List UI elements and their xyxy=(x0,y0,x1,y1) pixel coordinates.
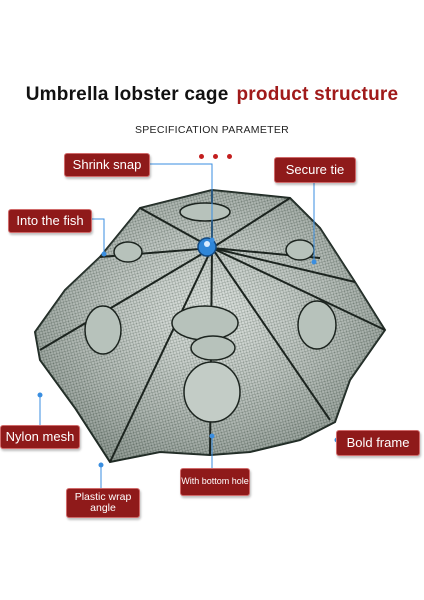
dot-icon xyxy=(213,154,218,159)
shrink-snap xyxy=(197,237,217,257)
label-plastic-wrap-angle: Plastic wrap angle xyxy=(66,488,140,518)
left-funnel xyxy=(84,305,122,355)
dot-icon xyxy=(227,154,232,159)
page-title: Umbrella lobster cage product structure xyxy=(0,84,424,106)
decorative-dots xyxy=(199,154,239,162)
dot-icon xyxy=(199,154,204,159)
title-product-structure: product structure xyxy=(236,84,399,105)
label-bold-frame: Bold frame xyxy=(336,430,420,456)
right-funnel xyxy=(297,300,337,350)
bottom-funnel xyxy=(183,361,241,423)
center-funnel xyxy=(171,305,239,341)
top-funnel xyxy=(179,202,231,222)
center-funnel-inner xyxy=(190,335,236,361)
label-shrink-snap: Shrink snap xyxy=(64,153,150,177)
label-into-the-fish: Into the fish xyxy=(8,209,92,233)
label-bottom-hole: With bottom hole xyxy=(180,468,250,496)
entrance-funnels xyxy=(84,202,337,423)
upper-right-funnel xyxy=(285,239,315,261)
label-secure-tie: Secure tie xyxy=(274,157,356,183)
upper-left-funnel xyxy=(113,241,143,263)
title-product-name: Umbrella lobster cage xyxy=(25,84,229,105)
spec-subtitle: SPECIFICATION PARAMETER xyxy=(134,124,290,136)
label-nylon-mesh: Nylon mesh xyxy=(0,425,80,449)
